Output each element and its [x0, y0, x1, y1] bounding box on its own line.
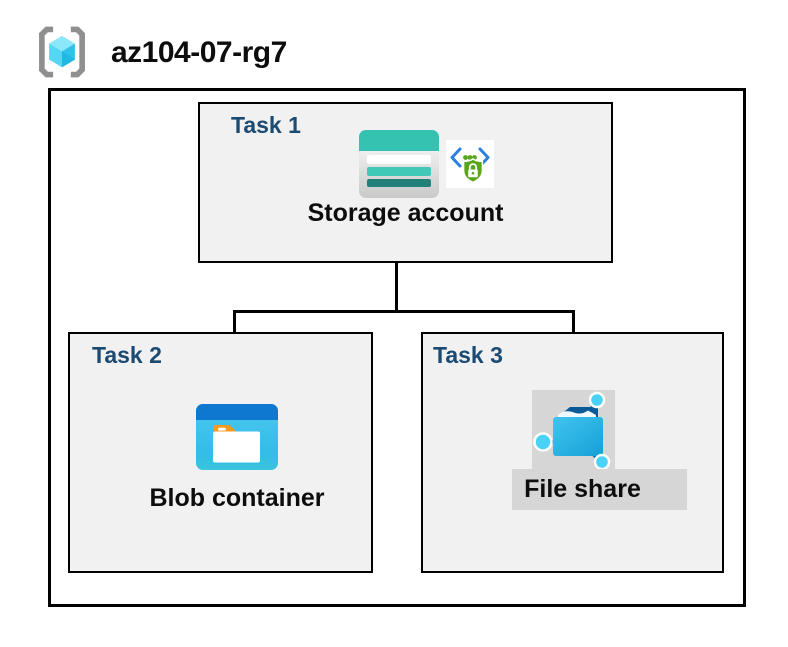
task2-box: Task 2 Blob container [68, 332, 373, 573]
file-share-label-highlight: File share [512, 469, 687, 510]
connector-storage-stem [395, 235, 398, 312]
resource-group-name: az104-07-rg7 [111, 36, 287, 69]
resource-group-header: az104-07-rg7 [0, 0, 788, 86]
storage-account-icon [359, 130, 439, 198]
storage-icon-stripe-dark [367, 179, 431, 187]
task2-label: Task 2 [92, 342, 162, 368]
blob-container-label: Blob container [149, 484, 325, 512]
task3-box: Task 3 [421, 332, 724, 573]
file-share-icon-highlight [532, 390, 615, 471]
file-share-label: File share [524, 475, 641, 503]
task3-label: Task 3 [433, 342, 503, 368]
connector-horizontal [233, 310, 575, 313]
blob-container-icon [196, 404, 278, 470]
storage-icon-band [359, 130, 439, 151]
file-share-icon [533, 391, 611, 471]
task1-box: Task 1 Storage account [198, 102, 613, 263]
storage-icon-stripe-teal [367, 167, 431, 176]
resource-group-icon [39, 26, 85, 78]
sas-security-icon [446, 140, 494, 188]
storage-account-label: Storage account [307, 199, 504, 227]
storage-icon-stripe-white [367, 155, 431, 164]
task1-label: Task 1 [231, 112, 301, 138]
